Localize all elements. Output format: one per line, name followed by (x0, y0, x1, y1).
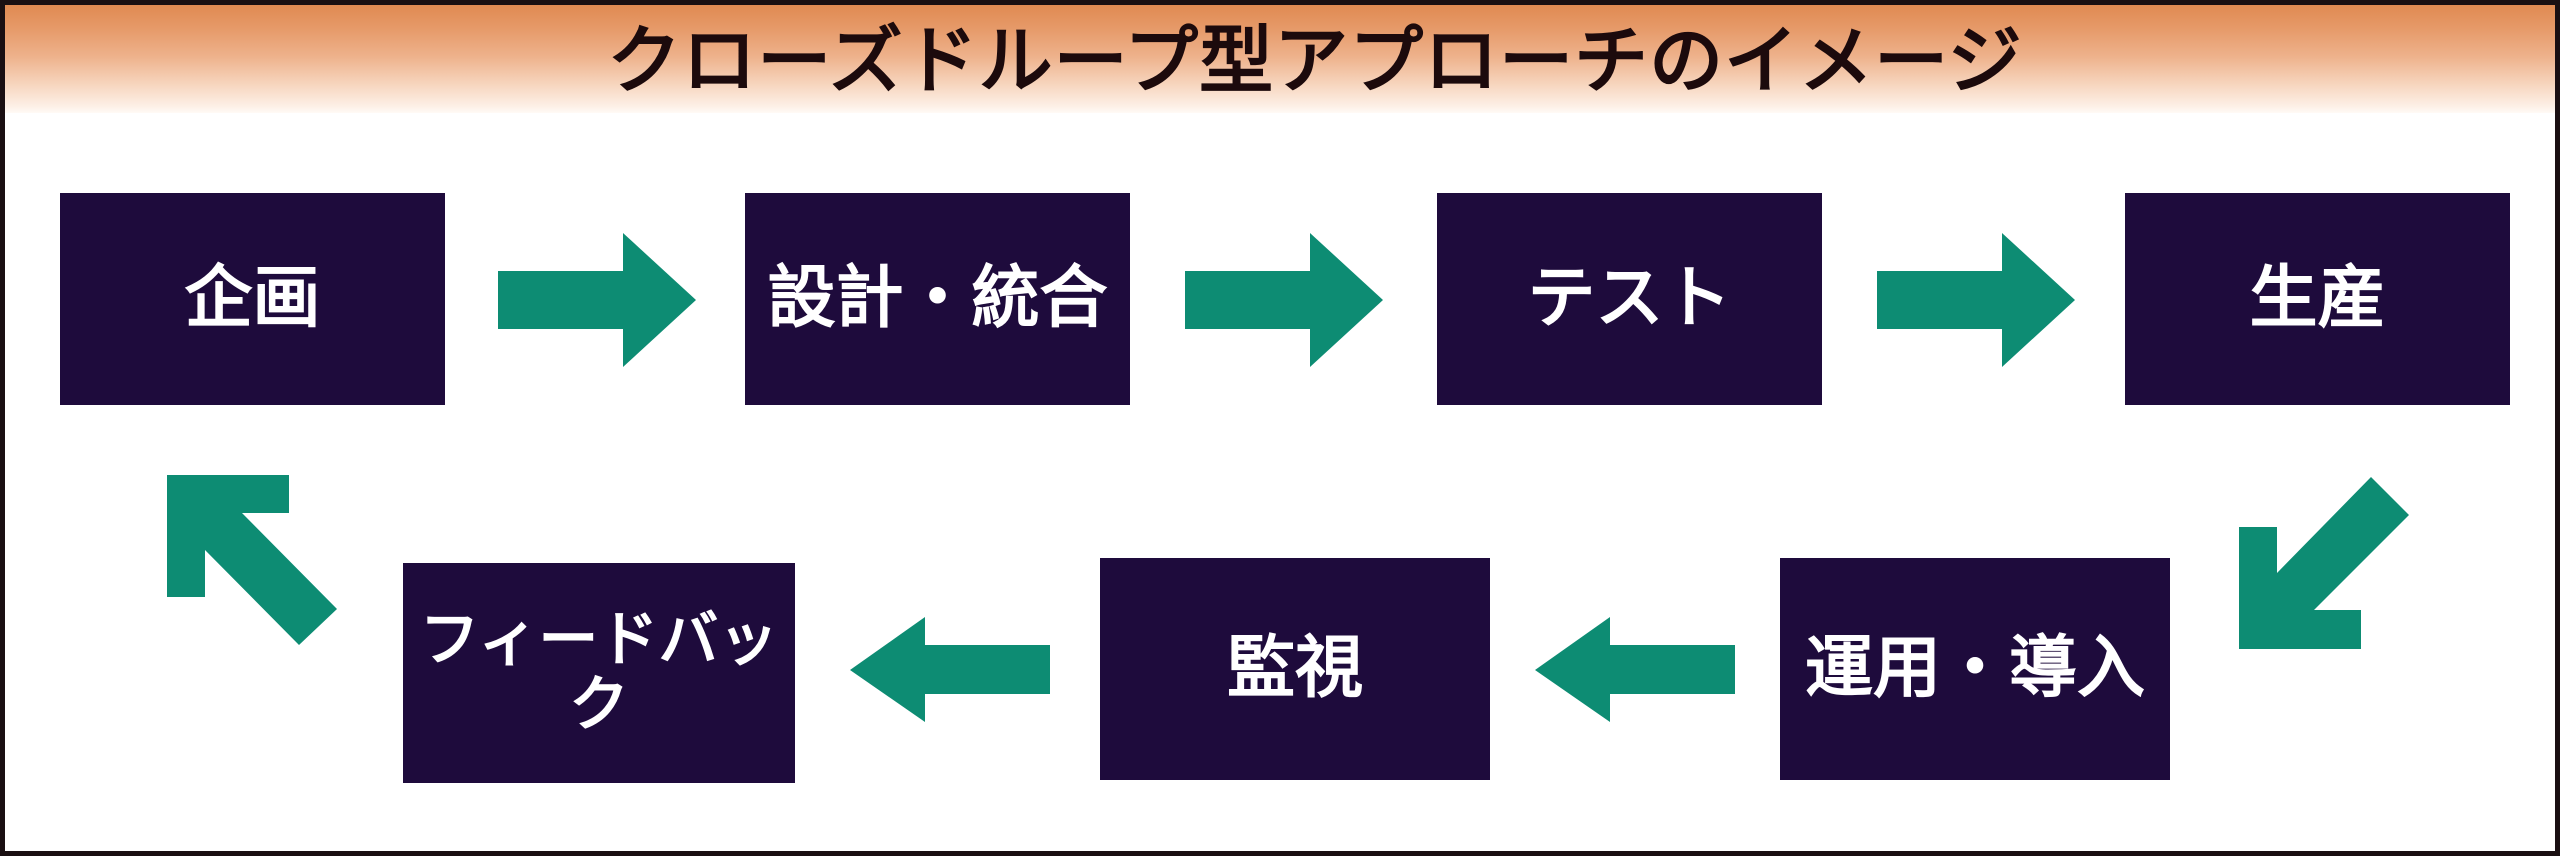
arrow-diagonal-down-left-seisan-to-unyou (2237, 477, 2409, 649)
process-box-unyou-dounyuu[interactable]: 運用・導入 (1780, 558, 2170, 780)
process-box-feedback[interactable]: フィードバック (403, 563, 795, 783)
page-title: クローズドループ型アプローチのイメージ (607, 19, 2023, 102)
process-box-kanshi[interactable]: 監視 (1100, 558, 1490, 780)
arrow-right-test-to-seisan (1877, 233, 2075, 367)
process-box-kikaku[interactable]: 企画 (60, 193, 445, 405)
process-box-sekkei-tougou[interactable]: 設計・統合 (745, 193, 1130, 405)
arrow-left-unyou-to-kanshi (1535, 617, 1735, 722)
arrow-diagonal-up-left-feedback-to-kikaku (165, 473, 337, 645)
header-gradient-band (5, 5, 2555, 113)
process-box-seisan[interactable]: 生産 (2125, 193, 2510, 405)
arrow-left-kanshi-to-feedback (850, 617, 1050, 722)
process-box-test[interactable]: テスト (1437, 193, 1822, 405)
arrow-right-sekkei-to-test (1185, 233, 1383, 367)
arrow-right-kikaku-to-sekkei (498, 233, 696, 367)
